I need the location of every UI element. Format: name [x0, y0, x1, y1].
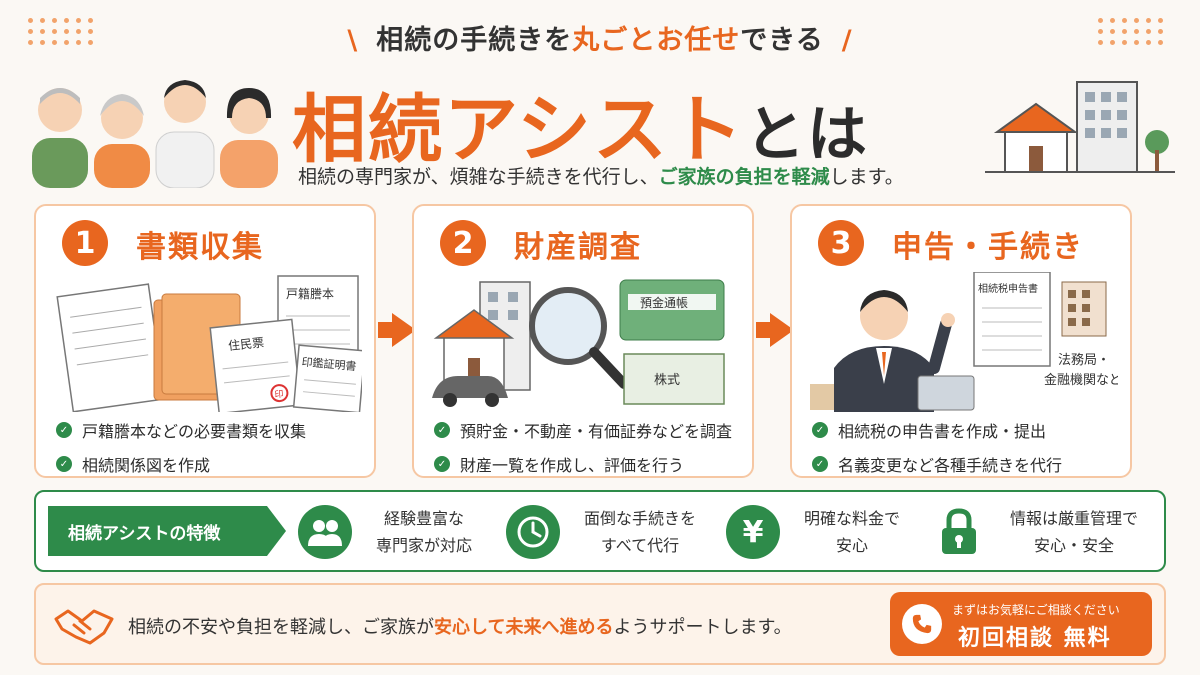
feature-full-service: 面倒な手続きをすべて代行 — [506, 502, 696, 562]
svg-text:金融機関など: 金融機関など — [1044, 372, 1118, 387]
svg-text:相続税申告書: 相続税申告書 — [978, 282, 1038, 295]
svg-text:印鑑証明書: 印鑑証明書 — [301, 354, 357, 373]
people-icon — [298, 505, 352, 559]
step-number-1: 1 — [62, 220, 108, 266]
svg-text:住民票: 住民票 — [227, 335, 264, 353]
page-title: 相続アシストとは — [292, 87, 870, 173]
cta-label: 初回相談 無料 — [958, 626, 1112, 651]
check-icon: ✓ — [434, 422, 450, 438]
feature-experts: 経験豊富な専門家が対応 — [298, 502, 472, 562]
footer-banner: 相続の不安や負担を軽減し、ご家族が安心して未来へ進めるようサポートします。 まず… — [34, 583, 1166, 665]
list-item: ✓相続税の申告書を作成・提出 — [812, 418, 1062, 442]
step-card-1: 1 書類収集 戸籍謄本 住民票 印 印鑑証明書 ✓戸籍謄本などの必要書類を収集 … — [34, 204, 376, 478]
buildings-illustration — [985, 81, 1175, 173]
page-subtitle: 相続の専門家が、煩雑な手続きを代行し、ご家族の負担を軽減します。 — [298, 166, 904, 188]
features-bar: 相続アシストの特徴 経験豊富な専門家が対応 面倒な手続きをすべて代行 ¥ 明確な… — [34, 490, 1166, 572]
list-item: ✓名義変更など各種手続きを代行 — [812, 452, 1062, 476]
svg-text:法務局・: 法務局・ — [1058, 352, 1110, 367]
svg-text:預金通帳: 預金通帳 — [640, 295, 688, 310]
header-tagline: \相続の手続きを丸ごとお任せできる/ — [347, 25, 853, 56]
clock-icon — [506, 505, 560, 559]
step-title-1: 書類収集 — [136, 230, 264, 265]
check-icon: ✓ — [812, 422, 828, 438]
list-item: ✓預貯金・不動産・有価証券などを調査 — [434, 418, 732, 442]
documents-illustration: 戸籍謄本 住民票 印 印鑑証明書 — [56, 275, 362, 412]
assets-illustration: 預金通帳 株式 — [432, 279, 725, 407]
step-1-bullets: ✓戸籍謄本などの必要書類を収集 ✓相続関係図を作成 — [56, 418, 306, 486]
yen-icon: ¥ — [726, 505, 780, 559]
step-title-2: 財産調査 — [514, 230, 642, 265]
list-item: ✓戸籍謄本などの必要書類を収集 — [56, 418, 306, 442]
list-item: ✓相続関係図を作成 — [56, 452, 306, 476]
free-consultation-button[interactable]: まずはお気軽にご相談ください 初回相談 無料 — [890, 592, 1152, 656]
decor-dots-left — [28, 18, 94, 45]
check-icon: ✓ — [56, 456, 72, 472]
step-title-3: 申告・手続き — [892, 230, 1084, 265]
handshake-icon — [54, 609, 114, 645]
family-illustration — [32, 80, 278, 188]
lock-icon — [932, 505, 986, 559]
check-icon: ✓ — [434, 456, 450, 472]
feature-security: 情報は厳重管理で安心・安全 — [932, 502, 1138, 562]
step-3-bullets: ✓相続税の申告書を作成・提出 ✓名義変更など各種手続きを代行 — [812, 418, 1062, 486]
step-card-2: 2 財産調査 預金通帳 株式 ✓預貯金・不動産・有価証券などを調査 ✓財産一覧を… — [412, 204, 754, 478]
decor-dots-right — [1098, 18, 1164, 45]
svg-text:印: 印 — [274, 388, 284, 400]
cta-subtext: まずはお気軽にご相談ください — [952, 603, 1120, 617]
step-number-3: 3 — [818, 220, 864, 266]
footer-message: 相続の不安や負担を軽減し、ご家族が安心して未来へ進めるようサポートします。 — [128, 617, 792, 638]
step-2-bullets: ✓預貯金・不動産・有価証券などを調査 ✓財産一覧を作成し、評価を行う — [434, 418, 732, 486]
phone-icon — [902, 604, 942, 644]
check-icon: ✓ — [812, 456, 828, 472]
svg-text:株式: 株式 — [654, 372, 680, 387]
check-icon: ✓ — [56, 422, 72, 438]
svg-text:戸籍謄本: 戸籍謄本 — [286, 286, 334, 301]
list-item: ✓財産一覧を作成し、評価を行う — [434, 452, 732, 476]
features-label: 相続アシストの特徴 — [48, 506, 286, 556]
advisor-illustration: 相続税申告書 法務局・ 金融機関など — [810, 272, 1118, 412]
feature-clear-pricing: ¥ 明確な料金で安心 — [726, 502, 900, 562]
step-card-3: 3 申告・手続き 相続税申告書 法務局・ 金融機関など ✓相続税の申告書を作成・… — [790, 204, 1132, 478]
step-number-2: 2 — [440, 220, 486, 266]
